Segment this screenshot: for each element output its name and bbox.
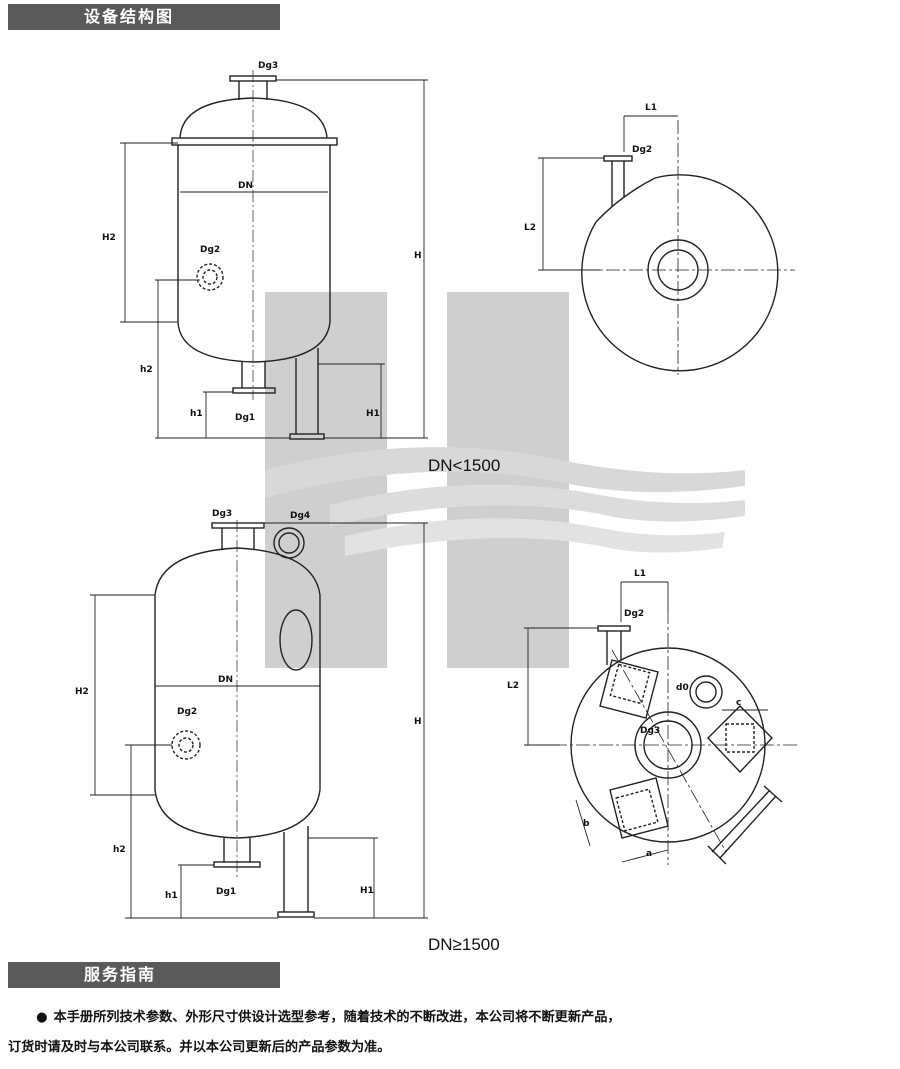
label-c: c: [736, 698, 741, 708]
label-l2-top: L2: [524, 223, 536, 233]
small-vessel-plan-view: [538, 115, 795, 375]
label-h1-upper-bottom: H1: [360, 886, 374, 896]
large-vessel-plan-view: [524, 581, 800, 865]
section-title-service: 服务指南: [8, 962, 280, 988]
label-dg2-top: Dg2: [200, 245, 220, 255]
label-l2-bottom: L2: [507, 681, 519, 691]
label-b: b: [583, 819, 590, 829]
label-dn-bottom: DN: [218, 675, 233, 685]
label-h-bottom: H: [414, 717, 422, 727]
label-dg2-bottom: Dg2: [177, 707, 197, 717]
hf-logo-watermark: [265, 292, 745, 668]
note-text-1: 本手册所列技术参数、外形尺寸供设计选型参考，随着技术的不断改进，本公司将不断更新…: [53, 1010, 621, 1025]
label-h-top: H: [414, 251, 422, 261]
section-title-structure: 设备结构图: [8, 4, 280, 30]
label-h2-bottom: H2: [75, 687, 89, 697]
label-h2-lower-bottom: h2: [113, 845, 126, 855]
label-dg2-plan-top: Dg2: [632, 145, 652, 155]
caption-large-vessel: DN≥1500: [428, 935, 500, 954]
label-dg1-top: Dg1: [235, 413, 255, 423]
label-l1-top: L1: [645, 103, 657, 113]
small-vessel-side-view: [120, 70, 428, 440]
label-h2-top: H2: [102, 233, 116, 243]
bullet-icon: ●: [36, 1010, 48, 1025]
caption-small-vessel: DN<1500: [428, 456, 501, 475]
label-h1-lower-bottom: h1: [165, 891, 178, 901]
label-dg4-bottom: Dg4: [290, 511, 310, 521]
label-a: a: [646, 849, 652, 859]
label-h1-upper-top: H1: [366, 409, 380, 419]
label-dg3-plan: Dg3: [640, 726, 660, 736]
note-text-2: 订货时请及时与本公司联系。并以本公司更新后的产品参数为准。: [8, 1040, 391, 1055]
service-note: ● 本手册所列技术参数、外形尺寸供设计选型参考，随着技术的不断改进，本公司将不断更…: [8, 1003, 892, 1063]
label-d0: d0: [676, 683, 689, 693]
large-vessel-side-view: [90, 520, 428, 919]
label-h1-lower-top: h1: [190, 409, 203, 419]
label-dg1-bottom: Dg1: [216, 887, 236, 897]
label-dg2-plan-bottom: Dg2: [624, 609, 644, 619]
note-line-1: ● 本手册所列技术参数、外形尺寸供设计选型参考，随着技术的不断改进，本公司将不断更…: [8, 1003, 892, 1033]
label-h2-lower-top: h2: [140, 365, 153, 375]
label-dn-top: DN: [238, 181, 253, 191]
label-dg3-top: Dg3: [258, 61, 278, 71]
label-dg3-bottom: Dg3: [212, 509, 232, 519]
label-l1-bottom: L1: [634, 569, 646, 579]
